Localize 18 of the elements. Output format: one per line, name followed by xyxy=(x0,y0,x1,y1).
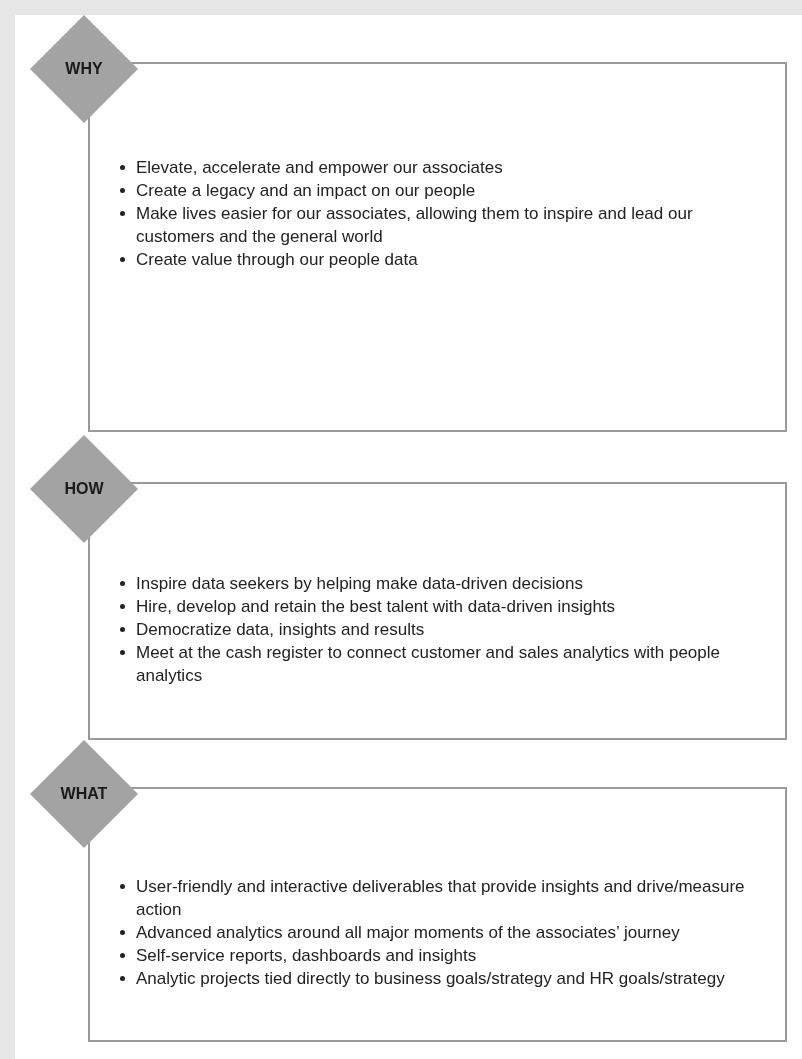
bullet-text: Hire, develop and retain the best talent with data-driven insights xyxy=(136,596,616,618)
bullet-text: Elevate, accelerate and empower our associates xyxy=(136,157,503,179)
heading-diamond xyxy=(30,740,138,848)
bullet-text: Create a legacy and an impact on our people xyxy=(136,180,476,202)
heading-diamond xyxy=(30,15,138,123)
bullet-text: Create value through our people data xyxy=(136,249,418,271)
heading-diamond xyxy=(30,435,138,543)
bullet-text: Democratize data, insights and results xyxy=(136,619,425,641)
bullet-text: Inspire data seekers by helping make data-driven decisions xyxy=(136,573,583,595)
section-heading: WHAT xyxy=(60,785,108,803)
bullet-text: User-friendly and interactive deliverables that provide insights and drive/measure action xyxy=(136,876,746,921)
bullet-text: Make lives easier for our associates, allowing them to inspire and lead our customers and the general world xyxy=(136,203,694,248)
bullet-text: Advanced analytics around all major moments of the associates’ journey xyxy=(136,922,680,944)
bullet-text: Analytic projects tied directly to business goals/strategy and HR goals/strategy xyxy=(136,968,725,990)
section-heading: WHY xyxy=(65,60,103,78)
bullet-text: Self-service reports, dashboards and insights xyxy=(136,945,477,967)
bullet-text: Meet at the cash register to connect customer and sales analytics with people analytics xyxy=(136,642,721,687)
section-heading: HOW xyxy=(64,480,104,498)
